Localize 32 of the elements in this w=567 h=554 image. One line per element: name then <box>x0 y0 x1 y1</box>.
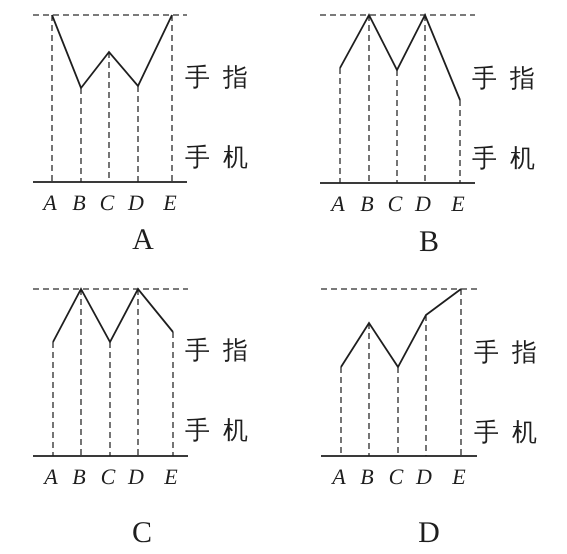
point-label: B <box>360 466 374 488</box>
point-label: A <box>44 466 58 488</box>
option-label: B <box>419 227 439 257</box>
point-label: E <box>451 193 465 215</box>
side-label: 手机 <box>185 144 248 170</box>
point-label: D <box>415 193 431 215</box>
side-label: 手机 <box>474 420 537 444</box>
point-label: A <box>332 466 346 488</box>
point-label: A <box>331 193 345 215</box>
point-label: E <box>452 466 466 488</box>
point-label: C <box>100 192 114 214</box>
point-label: B <box>360 193 374 215</box>
point-label: B <box>72 466 86 488</box>
option-label: C <box>132 518 152 548</box>
option-label: D <box>418 518 440 548</box>
point-label: E <box>163 192 177 214</box>
point-label: C <box>388 466 404 488</box>
side-label: 手机 <box>185 418 248 442</box>
point-label: C <box>388 193 402 215</box>
side-label: 手机 <box>472 146 535 170</box>
point-label: D <box>128 192 144 214</box>
point-label: A <box>43 192 57 214</box>
point-label: C <box>100 466 116 488</box>
side-label: 手指 <box>474 340 537 364</box>
point-label: E <box>164 466 178 488</box>
side-label: 手指 <box>185 338 248 362</box>
point-label: D <box>128 466 144 488</box>
point-label: B <box>72 192 86 214</box>
side-label: 手指 <box>472 66 535 90</box>
side-label: 手指 <box>185 64 248 90</box>
option-label: A <box>132 225 154 255</box>
point-label: D <box>416 466 432 488</box>
